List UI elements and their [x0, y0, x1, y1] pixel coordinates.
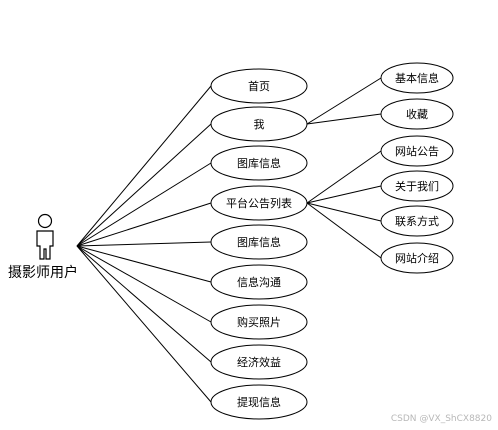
use-case-label: 联系方式: [395, 214, 439, 228]
use-case-label: 购买照片: [237, 315, 281, 329]
use-case-me: 我: [210, 106, 308, 142]
use-case-contact: 联系方式: [380, 205, 454, 237]
use-case-buy-photos: 购买照片: [210, 304, 308, 340]
use-case-label: 经济效益: [237, 355, 281, 369]
use-case-ellipse: [210, 264, 308, 300]
watermark: CSDN @VX_ShCX8820: [390, 414, 492, 424]
use-case-ellipse: [380, 242, 454, 274]
use-case-label: 收藏: [406, 107, 428, 121]
use-case-ellipse: [210, 145, 308, 181]
use-case-ellipse: [210, 185, 308, 221]
use-case-favorites: 收藏: [380, 98, 454, 130]
use-case-label: 图库信息: [237, 156, 281, 170]
use-case-label: 我: [254, 118, 265, 131]
use-case-ellipse: [210, 106, 308, 142]
use-case-gallery-info-2: 图库信息: [210, 224, 308, 260]
use-case-label: 首页: [248, 79, 270, 93]
use-case-ellipse: [380, 205, 454, 237]
use-case-label: 网站介绍: [395, 251, 439, 265]
use-case-ellipse: [210, 304, 308, 340]
use-case-ellipse: [380, 170, 454, 202]
actor-icon: [36, 213, 54, 260]
use-case-earnings: 经济效益: [210, 344, 308, 380]
use-case-label: 网站公告: [395, 144, 439, 158]
use-case-gallery-info-1: 图库信息: [210, 145, 308, 181]
use-case-ellipse: [380, 135, 454, 167]
use-case-label: 图库信息: [237, 235, 281, 249]
use-case-label: 提现信息: [237, 395, 281, 409]
use-case-group: 首页我图库信息平台公告列表图库信息信息沟通购买照片经济效益提现信息基本信息收藏网…: [210, 62, 454, 420]
use-case-label: 关于我们: [395, 179, 439, 193]
use-case-ellipse: [380, 62, 454, 94]
use-case-site-intro: 网站介绍: [380, 242, 454, 274]
use-case-messaging: 信息沟通: [210, 264, 308, 300]
use-case-site-notice: 网站公告: [380, 135, 454, 167]
use-case-about-us: 关于我们: [380, 170, 454, 202]
use-case-ellipse: [210, 68, 308, 104]
use-case-withdraw: 提现信息: [210, 384, 308, 420]
actor-label: 摄影师用户: [8, 265, 78, 281]
use-case-home: 首页: [210, 68, 308, 104]
use-case-basic-info: 基本信息: [380, 62, 454, 94]
use-case-label: 平台公告列表: [226, 196, 292, 210]
use-case-ellipse: [210, 224, 308, 260]
use-case-ellipse: [380, 98, 454, 130]
use-case-announcements: 平台公告列表: [210, 185, 308, 221]
use-case-ellipse: [210, 384, 308, 420]
use-case-ellipse: [210, 344, 308, 380]
use-case-label: 基本信息: [395, 71, 439, 85]
connector-lines: [76, 77, 382, 403]
use-case-label: 信息沟通: [237, 275, 281, 289]
